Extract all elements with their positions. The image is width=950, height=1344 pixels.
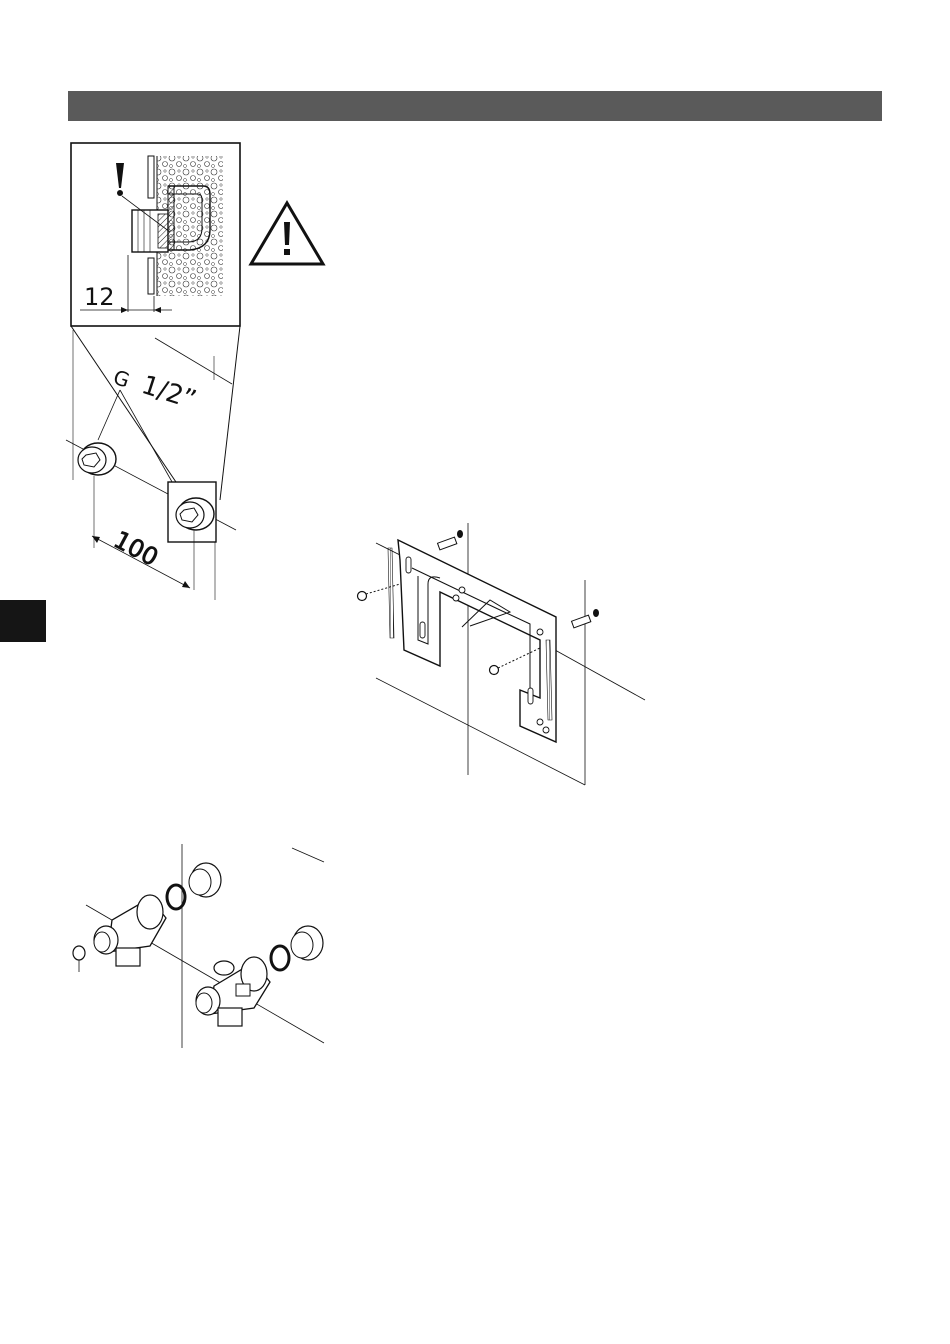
cap-nut	[73, 946, 85, 972]
screw-right	[490, 648, 541, 675]
valve-left	[94, 895, 166, 966]
valve-right	[196, 957, 270, 1026]
screw-left	[358, 584, 401, 601]
wall-plug-top	[438, 530, 463, 550]
left-threaded-connector	[78, 443, 116, 475]
thread-letter-label: G	[110, 365, 132, 393]
o-ring-right	[271, 946, 289, 970]
valve-assembly-figure	[73, 844, 324, 1048]
dimension-spacing-label: 100	[109, 526, 163, 572]
warning-triangle-icon	[251, 203, 323, 264]
dimension-depth-label: 12	[84, 283, 115, 311]
threaded-nipple-right	[291, 926, 323, 960]
threaded-nipple-top	[189, 863, 221, 897]
wall-connection-figure: 12 G 1/2” 100	[66, 143, 240, 600]
thread-size-label: 1/2”	[138, 370, 200, 416]
mounting-bracket-figure	[358, 523, 646, 785]
